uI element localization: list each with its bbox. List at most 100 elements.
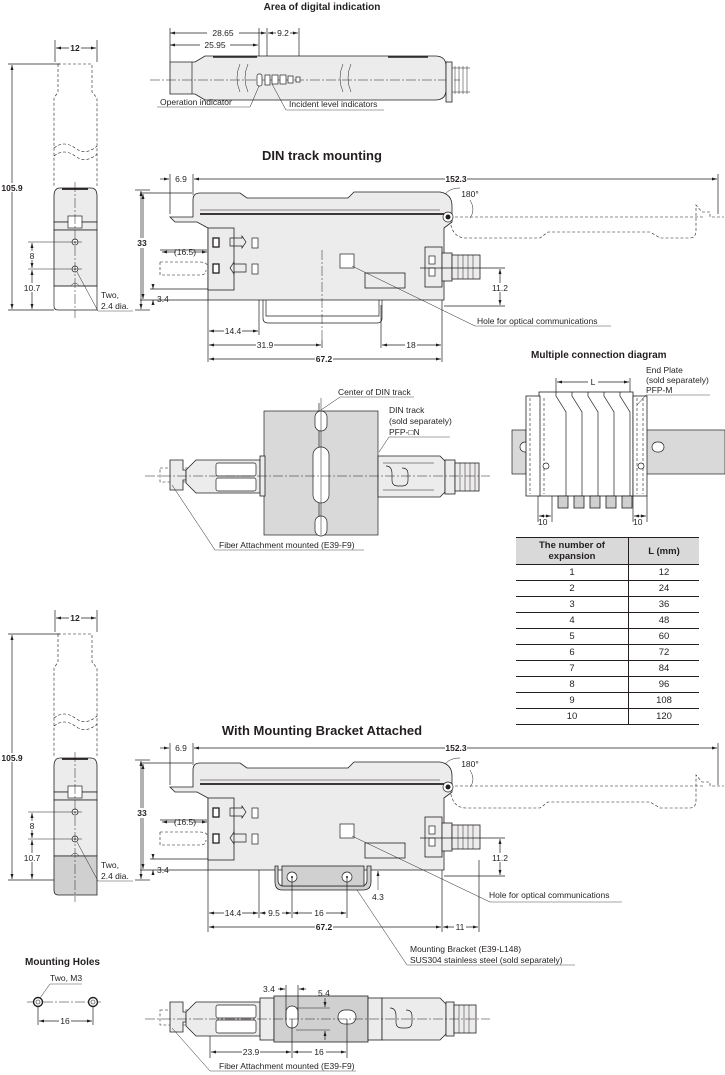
din-dim-14-4: 14.4 (225, 326, 242, 336)
side-hole-pitch-8: 8 (30, 251, 35, 261)
expansion-count: 2 (516, 580, 629, 597)
incident-level-label: Incident level indicators (289, 99, 377, 109)
length-mm: 36 (628, 596, 699, 613)
dim-28-65: 28.65 (212, 28, 234, 38)
din-dim-6-9: 6.9 (175, 174, 187, 184)
side2-hole-pitch-8: 8 (30, 821, 35, 831)
din-optical-hole-label: Hole for optical communications (477, 316, 597, 326)
length-mm: 84 (628, 660, 699, 677)
side-holes-label-1: Two, (101, 290, 119, 300)
din-dim-3-4: 3.4 (157, 294, 169, 304)
bracket-dim-14-4: 14.4 (225, 908, 242, 918)
length-mm: 12 (628, 564, 699, 581)
fiber-attachment-label: Fiber Attachment mounted (E39-F9) (219, 540, 355, 550)
bracket-top-dim-5-4: 5.4 (318, 988, 330, 998)
mounting-holes-section: Mounting Holes Two, M3 16 (25, 957, 102, 1026)
din-dim-31-9: 31.9 (257, 340, 274, 350)
length-mm: 24 (628, 580, 699, 597)
din-dim-33: 33 (137, 238, 147, 248)
side-width-12: 12 (70, 43, 80, 53)
bracket-optical-hole-label: Hole for optical communications (489, 890, 609, 900)
din-dim-18: 18 (406, 340, 416, 350)
expansion-count: 5 (516, 628, 629, 645)
din-track-top-view: Center of DIN track DIN track (sold sepa… (145, 387, 490, 551)
multi-dim-L: L (591, 377, 596, 387)
multi-dim-right-10: 10 (633, 517, 643, 527)
expansion-count: 7 (516, 660, 629, 677)
end-plate-label-2: (sold separately) (646, 375, 709, 385)
bracket-top-dim-3-4: 3.4 (263, 984, 275, 994)
bracket-dim-3-4: 3.4 (157, 865, 169, 875)
bracket-dim-67-2: 67.2 (316, 922, 333, 932)
bracket-dim-11: 11 (456, 922, 465, 932)
length-mm: 96 (628, 676, 699, 693)
bracket-dim-9-5: 9.5 (268, 908, 280, 918)
header-L-mm: L (mm) (628, 537, 699, 565)
din-track-label-1: DIN track (389, 405, 425, 415)
din-track-label-2: (sold separately) (389, 416, 452, 426)
bracket-dim-6-9: 6.9 (175, 743, 187, 753)
din-dim-67-2: 67.2 (316, 354, 333, 364)
dim-9-2: 9.2 (277, 28, 289, 38)
bracket-top-dim-23-9: 23.9 (243, 1047, 260, 1057)
bracket-fiber-label: Fiber Attachment mounted (E39-F9) (219, 1061, 355, 1071)
side-hole-bottom-10-7: 10.7 (24, 283, 41, 293)
din-dim-152-3: 152.3 (445, 174, 467, 184)
length-mm: 108 (628, 692, 699, 709)
multiple-connection-title: Multiple connection diagram (531, 350, 667, 361)
digital-indication-section: Area of digital indication 28.65 25.95 9… (150, 2, 470, 111)
bracket-top-dim-16: 16 (314, 1047, 324, 1057)
bracket-dim-11-2: 11.2 (492, 853, 508, 863)
mounting-holes-label: Two, M3 (50, 973, 82, 983)
din-track-mounting-title: DIN track mounting (262, 148, 382, 163)
mounting-bracket-label-1: Mounting Bracket (E39-L148) (410, 944, 521, 954)
bracket-dim-16-5: (16.5) (174, 817, 196, 827)
with-bracket-section: With Mounting Bracket Attached 6.9 152.3… (136, 723, 724, 966)
expansion-count: 4 (516, 612, 629, 629)
bracket-dim-33: 33 (137, 808, 147, 818)
with-bracket-title: With Mounting Bracket Attached (222, 723, 422, 738)
end-plate-label-3: PFP-M (646, 385, 672, 395)
din-angle-180: 180° (461, 189, 479, 199)
multi-dim-left-10: 10 (538, 517, 548, 527)
side2-hole-bottom-10-7: 10.7 (24, 853, 41, 863)
expansion-table-header: The number of expansion L (mm) (516, 537, 699, 565)
bracket-angle-180: 180° (461, 759, 479, 769)
digital-indication-title: Area of digital indication (264, 2, 381, 13)
bracket-top-view: 3.4 5.4 23.9 16 Fiber Attachment mounted… (145, 984, 490, 1072)
length-mm: 72 (628, 644, 699, 661)
side2-holes-label-1: Two, (101, 860, 119, 870)
header-expansion-count: The number of expansion (516, 537, 629, 565)
multiple-connection-section: Multiple connection diagram L End Plate … (511, 350, 725, 527)
expansion-count: 9 (516, 692, 629, 709)
expansion-count: 3 (516, 596, 629, 613)
operation-indicator-label: Operation indicator (160, 97, 232, 107)
mounting-holes-pitch: 16 (60, 1016, 70, 1026)
bracket-dim-16: 16 (314, 908, 324, 918)
side-view-bottom: 12 105.9 8 10.7 33 Two, 2.4 dia (1, 610, 150, 902)
connection-units (555, 392, 631, 496)
expansion-count: 10 (516, 708, 629, 725)
side2-height-105-9: 105.9 (1, 753, 23, 763)
bracket-dim-152-3: 152.3 (445, 743, 467, 753)
mounting-holes-title: Mounting Holes (25, 957, 100, 968)
din-track-label-3: PFP-□N (389, 427, 420, 437)
din-track-mounting-section: DIN track mounting 6.9 152.3 180° (136, 148, 724, 364)
expansion-count: 8 (516, 676, 629, 693)
side2-width-12: 12 (70, 613, 80, 623)
mounting-bracket-label-2: SUS304 stainless steel (sold separately) (410, 955, 563, 965)
din-dim-11-2: 11.2 (492, 283, 508, 293)
expansion-count: 6 (516, 644, 629, 661)
